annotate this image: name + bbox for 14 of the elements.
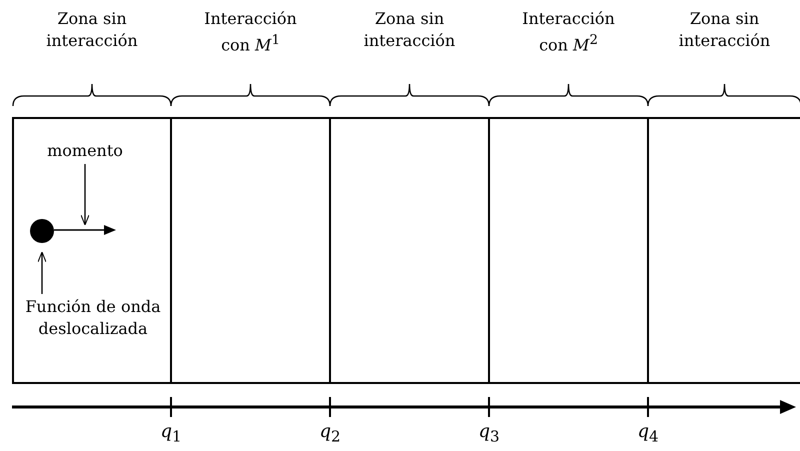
text-label: momento [40, 140, 130, 162]
leader-line [80, 164, 90, 226]
text-label: Función de onda deslocalizada [18, 296, 168, 340]
zone-heading: Interacción con M$^{1}$ [203, 8, 298, 56]
axis-tick-label: q$_{4}$ [636, 420, 660, 448]
leader-line [38, 252, 46, 294]
particle-dot [30, 219, 54, 243]
zone-heading: Zona sin interacción [362, 8, 456, 52]
axis-tick-label: q$_{3}$ [477, 420, 501, 448]
zone-heading: Zona sin interacción [45, 8, 139, 52]
axis-tick-label: q$_{2}$ [318, 420, 342, 448]
axis-tick-label: q$_{1}$ [159, 420, 183, 448]
zone-heading: Zona sin interacción [678, 8, 772, 52]
zone-heading: Interacción con M$^{2}$ [521, 8, 616, 56]
